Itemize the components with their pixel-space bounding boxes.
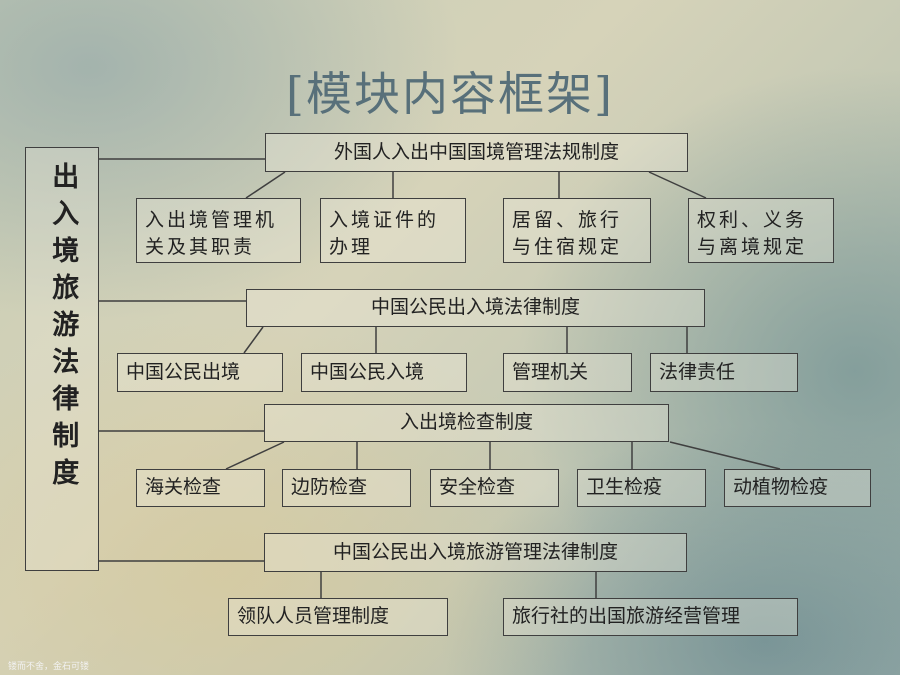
- leaf-node: 权利、义务与离境规定: [688, 198, 834, 263]
- leaf-node: 入境证件的办理: [320, 198, 466, 263]
- leaf-node: 中国公民出境: [117, 353, 283, 392]
- leaf-node: 动植物检疫: [724, 469, 871, 507]
- category-node: 外国人入出中国国境管理法规制度: [265, 133, 688, 172]
- leaf-node: 居留、旅行与住宿规定: [503, 198, 651, 263]
- leaf-node: 旅行社的出国旅游经营管理: [503, 598, 798, 636]
- footer-motto: 镂而不舍，金石可镂: [8, 662, 90, 672]
- category-node: 中国公民出入境旅游管理法律制度: [264, 533, 687, 572]
- category-node: 入出境检查制度: [264, 404, 669, 442]
- root-node: 出入境旅游法律制度: [25, 147, 99, 571]
- leaf-node: 领队人员管理制度: [228, 598, 448, 636]
- leaf-node: 入出境管理机关及其职责: [136, 198, 301, 263]
- leaf-node: 安全检查: [430, 469, 559, 507]
- leaf-node: 海关检查: [136, 469, 265, 507]
- leaf-node: 卫生检疫: [577, 469, 706, 507]
- leaf-node: 管理机关: [503, 353, 632, 392]
- leaf-node: 中国公民入境: [301, 353, 467, 392]
- page-title: [模块内容框架]: [286, 67, 614, 121]
- leaf-node: 法律责任: [650, 353, 798, 392]
- category-node: 中国公民出入境法律制度: [246, 289, 705, 327]
- leaf-node: 边防检查: [282, 469, 411, 507]
